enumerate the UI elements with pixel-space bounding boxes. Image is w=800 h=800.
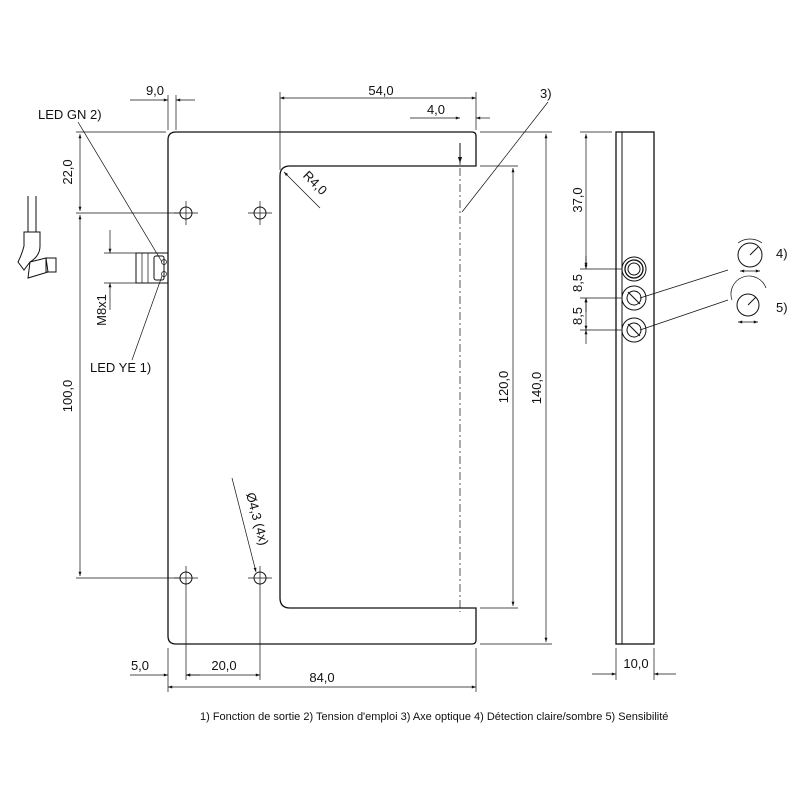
light-dark-switch bbox=[621, 285, 647, 311]
dim-m8: M8x1 bbox=[94, 294, 109, 326]
sensitivity-icon bbox=[730, 275, 767, 324]
callout-led-gn: LED GN 2) bbox=[38, 107, 102, 122]
housing-outline bbox=[167, 131, 477, 645]
cable-connector-icon bbox=[17, 196, 57, 279]
dim-10: 10,0 bbox=[623, 656, 648, 671]
light-dark-icon bbox=[737, 238, 763, 273]
dim-84: 84,0 bbox=[309, 670, 334, 685]
dim-20: 20,0 bbox=[211, 658, 236, 673]
callout-5: 5) bbox=[776, 300, 788, 315]
front-view bbox=[17, 131, 477, 645]
dim-120: 120,0 bbox=[496, 371, 511, 404]
dim-8-5b: 8,5 bbox=[570, 307, 585, 325]
dim-r4: R4,0 bbox=[300, 168, 330, 198]
sensitivity-pot bbox=[621, 317, 647, 343]
mounting-hole bbox=[248, 201, 272, 225]
side-view: 37,0 8,5 8,5 10,0 4) 5) bbox=[570, 131, 788, 680]
callout-3: 3) bbox=[540, 86, 552, 101]
callout-led-ye: LED YE 1) bbox=[90, 360, 151, 375]
dim-4: 4,0 bbox=[427, 102, 445, 117]
side-housing bbox=[615, 131, 655, 645]
front-dimensions: 9,0 54,0 4,0 22,0 M8x1 100,0 120,0 140,0 bbox=[60, 83, 552, 692]
dim-5: 5,0 bbox=[131, 658, 149, 673]
led-window bbox=[621, 256, 647, 282]
dim-9: 9,0 bbox=[146, 83, 164, 98]
dim-37: 37,0 bbox=[570, 187, 585, 212]
dim-8-5a: 8,5 bbox=[570, 274, 585, 292]
legend: 1) Fonction de sortie 2) Tension d'emplo… bbox=[200, 711, 668, 723]
dim-100: 100,0 bbox=[60, 380, 75, 413]
mounting-hole bbox=[248, 566, 272, 590]
dim-22: 22,0 bbox=[60, 159, 75, 184]
dim-140: 140,0 bbox=[529, 372, 544, 405]
callout-4: 4) bbox=[776, 246, 788, 261]
callouts: LED GN 2) LED YE 1) 3) bbox=[38, 86, 552, 375]
connector-m8 bbox=[104, 252, 169, 284]
dim-54: 54,0 bbox=[368, 83, 393, 98]
